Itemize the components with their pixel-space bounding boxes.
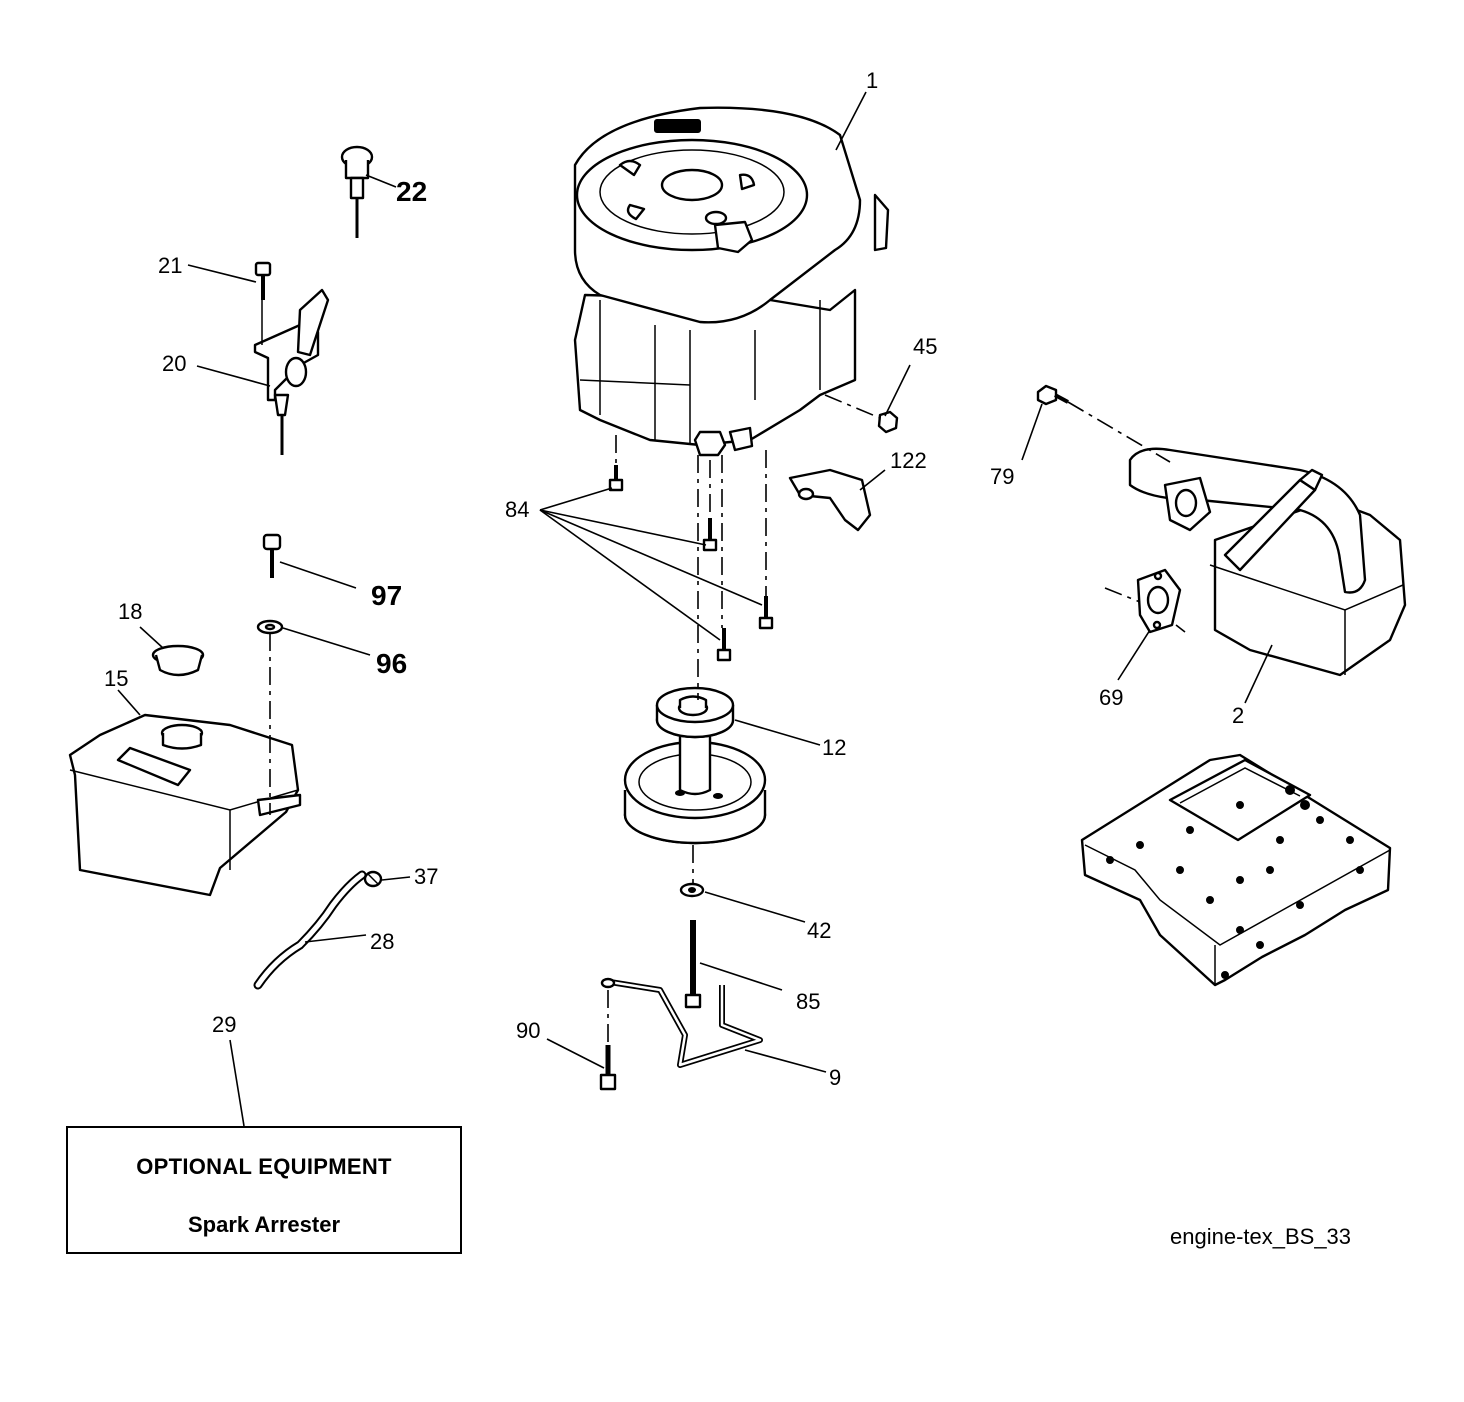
callout-15: 15 <box>104 666 128 691</box>
engine-mounting-plate <box>1080 753 1392 987</box>
alignment-lines <box>269 394 1186 1045</box>
callout-85: 85 <box>796 989 820 1014</box>
drawing-id-label: engine-tex_BS_33 <box>1170 1224 1352 1249</box>
callout-18: 18 <box>118 599 142 624</box>
screw-part-97 <box>262 533 282 578</box>
exhaust-flange <box>1163 476 1212 532</box>
callout-90: 90 <box>516 1018 540 1043</box>
callout-2: 2 <box>1232 703 1244 728</box>
mount-bolts-part-84 <box>608 465 774 662</box>
callout-122: 122 <box>890 448 927 473</box>
screw-part-79 <box>1036 384 1069 406</box>
callout-96: 96 <box>376 648 407 679</box>
callout-21: 21 <box>158 253 182 278</box>
callout-9: 9 <box>829 1065 841 1090</box>
bolt-part-90 <box>599 1045 617 1091</box>
callout-97: 97 <box>371 580 402 611</box>
callout-42: 42 <box>807 918 831 943</box>
callout-20: 20 <box>162 351 186 376</box>
optional-equipment-box: OPTIONAL EQUIPMENT Spark Arrester <box>66 1126 462 1254</box>
hose-clamp-part-37 <box>363 870 383 888</box>
callout-12: 12 <box>822 735 846 760</box>
heat-shield-part-122 <box>788 468 872 532</box>
callout-29: 29 <box>212 1012 236 1037</box>
gasket-part-69 <box>1136 568 1182 634</box>
fuel-tank-part-15 <box>68 713 302 897</box>
spark-arrester-label: Spark Arrester <box>187 1212 341 1237</box>
pulley-part-12 <box>623 686 767 845</box>
optional-equipment-title: OPTIONAL EQUIPMENT <box>136 1154 392 1179</box>
fuel-cap-part-18 <box>151 644 205 677</box>
screw-part-21 <box>254 261 272 300</box>
fuel-line-part-28 <box>253 870 367 990</box>
washer-part-96 <box>256 619 284 635</box>
callout-37: 37 <box>414 864 438 889</box>
callout-labels: 1 22 21 20 45 79 122 84 97 96 18 15 12 6… <box>104 68 1244 1090</box>
leader-lines <box>117 91 1273 1127</box>
rod-bracket-part-9 <box>600 977 763 1068</box>
nut-part-45 <box>877 410 899 434</box>
callout-84: 84 <box>505 497 529 522</box>
callout-69: 69 <box>1099 685 1123 710</box>
engine-part <box>573 106 890 457</box>
throttle-bracket-part-20 <box>253 288 330 455</box>
callout-22: 22 <box>396 176 427 207</box>
washer-part-42 <box>679 882 705 898</box>
callout-79: 79 <box>990 464 1014 489</box>
callout-28: 28 <box>370 929 394 954</box>
callout-1: 1 <box>866 68 878 93</box>
callout-45: 45 <box>913 334 937 359</box>
bolt-part-85 <box>684 920 702 1009</box>
throttle-knob-part-22 <box>340 145 374 238</box>
